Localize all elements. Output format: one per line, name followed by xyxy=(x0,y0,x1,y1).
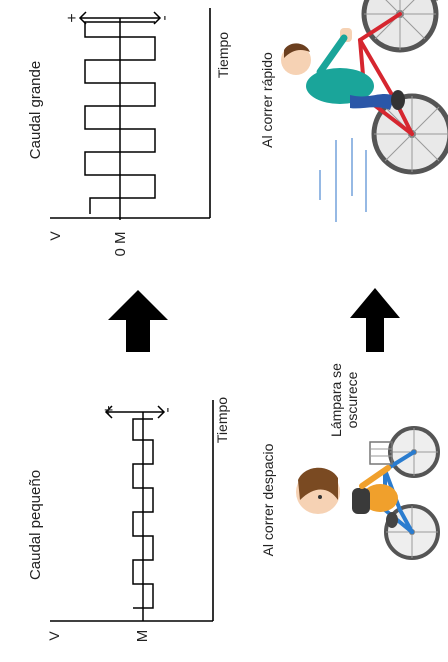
basket-icon xyxy=(369,441,393,465)
graph-small-flow: + - Caudal pequeño V M Tiempo xyxy=(27,397,230,643)
graph-large-minus: - xyxy=(156,15,173,20)
fast-riding-label: Al correr rápido xyxy=(259,52,275,148)
lamp-dims-line1: Lámpara se xyxy=(328,363,344,437)
graph-large-axis-zero-m: 0 M xyxy=(112,231,129,256)
graph-small-arrowhead-right xyxy=(157,405,166,419)
graph-small-square-wave xyxy=(132,418,154,609)
graph-large-arrowhead-right xyxy=(153,11,162,25)
graph-large-plus: + xyxy=(64,13,81,22)
graph-large-axis-v: V xyxy=(47,231,63,241)
lamp-dims-line2: oscurece xyxy=(344,371,360,428)
rider-fast xyxy=(281,28,405,110)
speed-lines xyxy=(319,138,367,222)
rider-slow xyxy=(296,465,398,528)
graph-large-title: Caudal grande xyxy=(27,61,44,159)
bike-fast-wheel-front xyxy=(361,0,439,53)
arrow-up-icon xyxy=(350,288,400,352)
graph-small-axis-v: V xyxy=(46,631,62,641)
graph-large-square-wave xyxy=(84,21,156,214)
graph-large-arrowhead-left xyxy=(78,11,87,25)
cyclist-fast-illustration xyxy=(281,0,448,222)
graph-large-flow: + - Caudal grande V 0 M Tiempo xyxy=(27,8,231,257)
graph-small-axis-m: M xyxy=(134,630,151,643)
graph-small-plus: + xyxy=(101,405,118,414)
graph-small-minus: - xyxy=(159,407,176,412)
graph-small-arrowhead-left xyxy=(104,405,113,419)
slow-riding-label: Al correr despacio xyxy=(260,443,276,556)
arrow-up-icon xyxy=(108,290,168,352)
graph-small-time-label: Tiempo xyxy=(214,397,230,443)
graph-small-title: Caudal pequeño xyxy=(27,470,44,580)
graph-large-time-label: Tiempo xyxy=(215,32,231,78)
cyclist-slow-illustration xyxy=(296,426,440,560)
